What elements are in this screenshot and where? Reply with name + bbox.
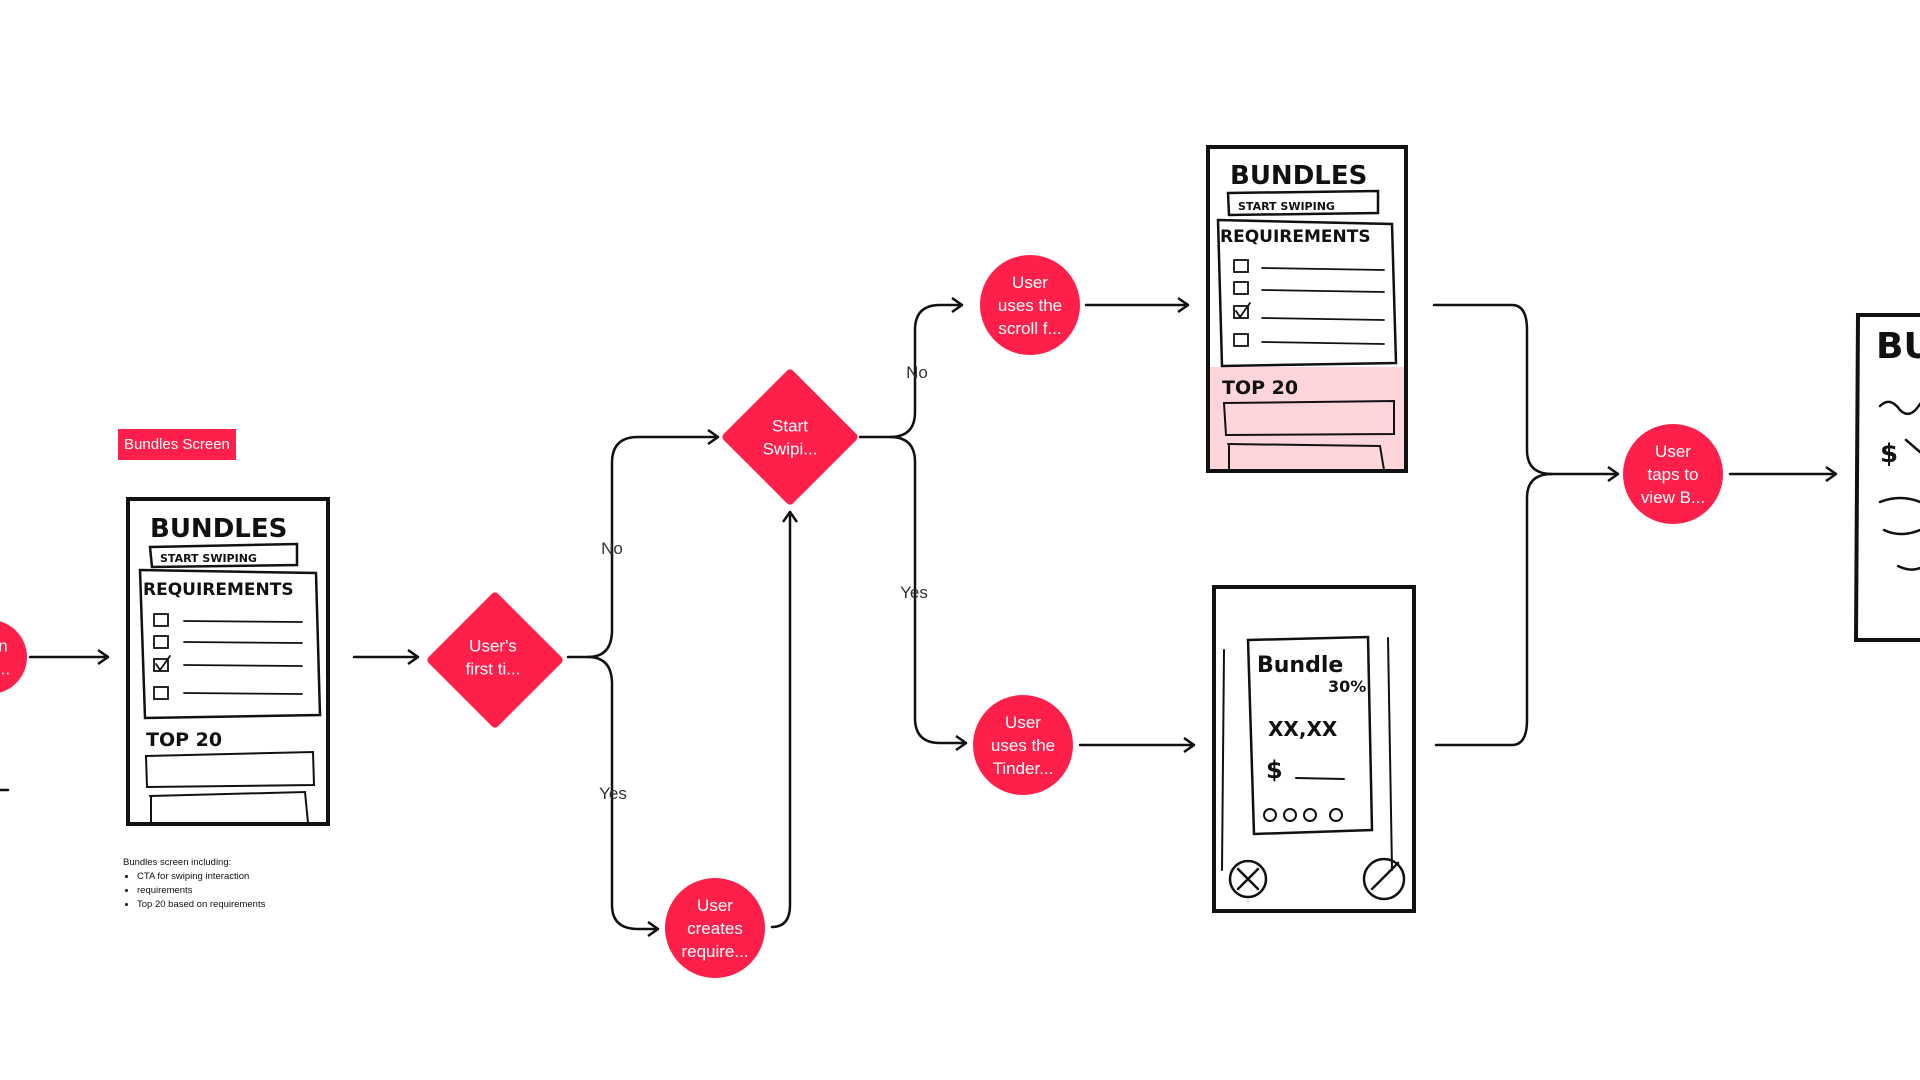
node-label: User creates require... xyxy=(681,896,748,961)
step-scroll[interactable]: User uses the scroll f... xyxy=(980,255,1080,355)
sketch-requirements: REQUIREMENTS xyxy=(1220,227,1371,247)
node-label-line: ... xyxy=(0,660,10,679)
description-item: requirements xyxy=(137,884,353,898)
node-label-line: User's xyxy=(469,637,517,656)
node-label-line: uses the xyxy=(991,736,1055,755)
description-list: CTA for swiping interaction requirements… xyxy=(123,870,353,912)
node-label-line: scroll f... xyxy=(998,319,1061,338)
node-label-line: view B... xyxy=(1641,488,1705,507)
sketch-cta: START SWIPING xyxy=(160,552,257,565)
sketch-requirements: REQUIREMENTS xyxy=(143,580,294,600)
card-currency: $ xyxy=(1266,756,1283,784)
detail-currency: $ xyxy=(1880,439,1898,469)
edge-swiping-split xyxy=(858,305,964,439)
node-label-line: User xyxy=(1005,713,1041,732)
top-highlight xyxy=(1208,367,1406,471)
node-label-line: User xyxy=(1012,273,1048,292)
detail-title: BU xyxy=(1876,326,1920,367)
node-label-line: Tinder... xyxy=(993,759,1054,778)
sketch-title: BUNDLES xyxy=(150,514,287,544)
step-view-bundle[interactable]: User taps to view B... xyxy=(1623,424,1723,524)
edge-label-no: No xyxy=(601,539,623,558)
sketch-cta: START SWIPING xyxy=(1238,200,1335,213)
bundles-screen-description: Bundles screen including: CTA for swipin… xyxy=(123,856,353,912)
edge-first-time-split xyxy=(566,437,720,659)
node-label-line: uses the xyxy=(998,296,1062,315)
card-price: XX,XX xyxy=(1268,717,1338,741)
step-creates-requirements[interactable]: User creates require... xyxy=(665,878,765,978)
node-label-line: User xyxy=(697,896,733,915)
node-label-line: taps to xyxy=(1647,465,1698,484)
edge-creates-to-swiping xyxy=(770,510,790,929)
node-label-line: Start xyxy=(772,417,808,436)
decision-first-time[interactable]: User's first ti... xyxy=(426,591,565,730)
node-label-line: first ti... xyxy=(466,660,521,679)
node-label: User's first ti... xyxy=(466,637,521,679)
edge-screens-merge xyxy=(1432,303,1620,474)
description-item: Top 20 based on requirements xyxy=(137,898,353,912)
sketch-tinder-card[interactable]: Bundle 30% XX,XX $ xyxy=(1212,585,1416,913)
node-label-line: n xyxy=(0,637,8,656)
node-label: User taps to view B... xyxy=(1641,442,1705,507)
node-label: User uses the scroll f... xyxy=(998,273,1062,338)
edge-label-yes: Yes xyxy=(599,784,627,803)
description-item: CTA for swiping interaction xyxy=(137,870,353,884)
accept-icon xyxy=(1362,857,1406,901)
card-discount: 30% xyxy=(1328,677,1366,696)
reject-icon xyxy=(1228,859,1268,899)
node-label-line: User xyxy=(1655,442,1691,461)
node-label-line: Swipi... xyxy=(763,440,818,459)
sketch-title: BUNDLES xyxy=(1230,161,1367,191)
sketch-bundles-highlight[interactable]: BUNDLES START SWIPING REQUIREMENTS TOP 2… xyxy=(1206,145,1408,473)
sketch-top: TOP 20 xyxy=(146,729,222,751)
start-node-partial[interactable]: n... xyxy=(0,620,27,694)
node-label: n... xyxy=(0,637,10,679)
card-title: Bundle xyxy=(1257,653,1343,678)
description-heading: Bundles screen including: xyxy=(123,857,232,868)
edge-screens-merge-lower xyxy=(1434,472,1554,747)
edge-swiping-yes xyxy=(888,435,968,743)
edge-label-no: No xyxy=(906,363,928,382)
sketch-bundles-screen[interactable]: BUNDLES START SWIPING REQUIREMENTS TOP 2… xyxy=(126,497,330,826)
bundles-screen-tag: Bundles Screen xyxy=(118,429,236,460)
node-label-line: creates xyxy=(687,919,743,938)
sketch-top: TOP 20 xyxy=(1222,377,1298,399)
edge-first-time-yes xyxy=(586,655,660,929)
edge-label-yes: Yes xyxy=(900,583,928,602)
sketch-bundle-detail-partial[interactable]: BU $ xyxy=(1853,313,1920,642)
node-label-line: require... xyxy=(681,942,748,961)
